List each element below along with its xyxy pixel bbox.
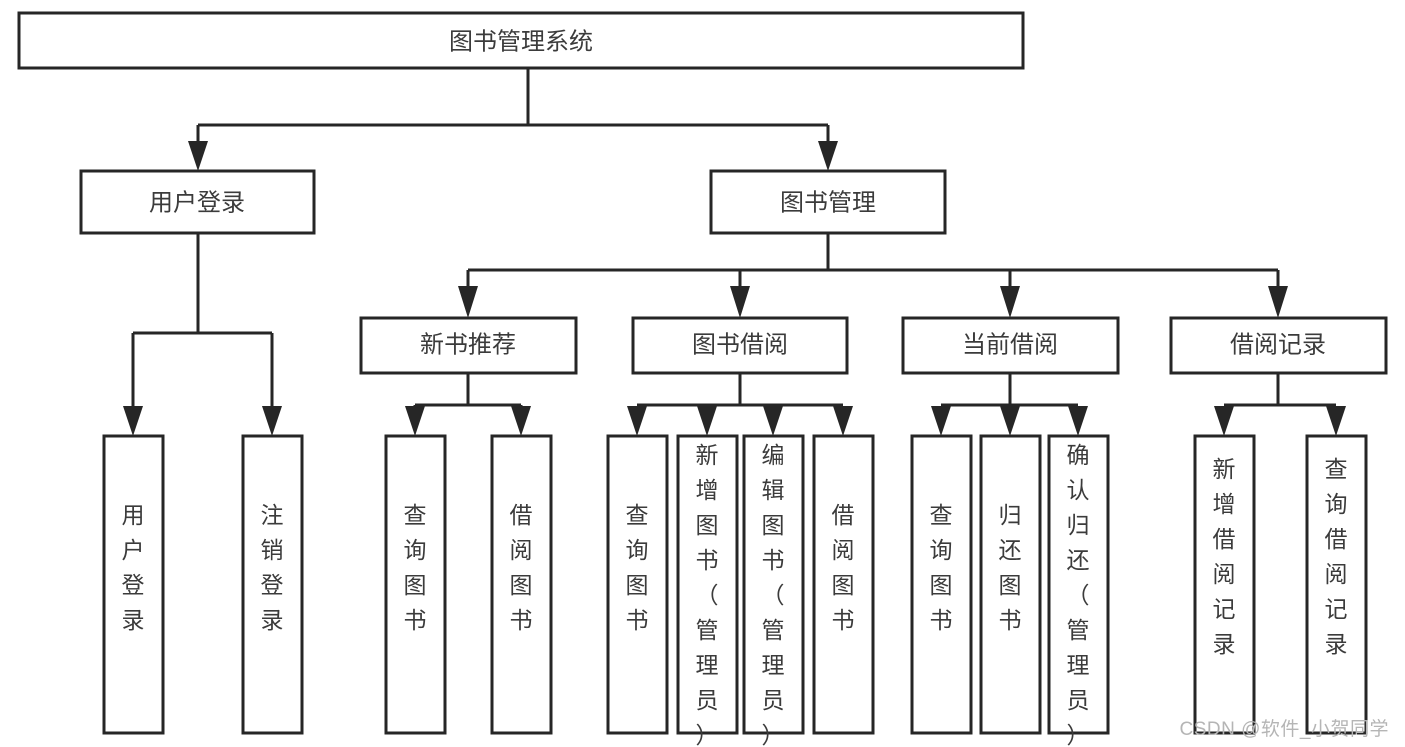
node-leaf-borrow-book-1-box[interactable] — [490, 434, 553, 735]
arrow-head-borrow-record — [1268, 286, 1288, 318]
node-new-book-recommend-box[interactable] — [359, 316, 578, 375]
node-leaf-query-book-3[interactable]: 查询图书 — [910, 434, 973, 735]
node-leaf-add-book-label: 新增图书（管理员） — [696, 442, 719, 747]
node-book-borrow-label: 图书借阅 — [692, 331, 788, 358]
arrow-head-leaf-query-book-3 — [931, 406, 951, 436]
arrow-head-leaf-borrow-book-2 — [833, 406, 853, 436]
node-leaf-add-record-box[interactable] — [1193, 434, 1256, 735]
node-root[interactable]: 图书管理系统 — [17, 11, 1025, 70]
connector-group-borrow-record-to-leaves — [1214, 373, 1346, 436]
node-leaf-user-login[interactable]: 用户登录 — [102, 434, 165, 735]
arrow-head-leaf-borrow-book-1 — [511, 406, 531, 436]
node-leaf-query-book-1-label: 查询图书 — [404, 502, 427, 633]
arrow-head-current-borrow — [1000, 286, 1020, 318]
node-leaf-borrow-book-1-label: 借阅图书 — [510, 502, 533, 633]
node-leaf-return-book-label: 归还图书 — [999, 502, 1022, 633]
arrow-head-leaf-return-book — [1000, 406, 1020, 436]
connector-group-new-book-recommend-to-leaves — [405, 373, 531, 436]
arrow-head-user-login — [188, 141, 208, 171]
node-leaf-logout-label: 注销登录 — [261, 502, 284, 633]
node-leaf-add-book-box[interactable] — [676, 434, 739, 735]
node-leaf-edit-book[interactable]: 编辑图书（管理员） — [742, 434, 805, 747]
arrow-head-leaf-user-login — [123, 406, 143, 436]
node-current-borrow-label: 当前借阅 — [962, 331, 1058, 358]
node-leaf-user-login-box[interactable] — [102, 434, 165, 735]
arrow-head-leaf-add-record — [1214, 406, 1234, 436]
node-borrow-record-box[interactable] — [1169, 316, 1388, 375]
arrow-head-leaf-edit-book — [763, 406, 783, 436]
arrow-head-leaf-logout — [262, 406, 282, 436]
node-leaf-edit-book-label: 编辑图书（管理员） — [762, 442, 785, 747]
node-leaf-query-book-3-box[interactable] — [910, 434, 973, 735]
node-book-management[interactable]: 图书管理 — [709, 169, 947, 235]
node-leaf-query-record-label: 查询借阅记录 — [1325, 456, 1348, 657]
node-book-borrow[interactable]: 图书借阅 — [631, 316, 849, 375]
connector-group-user-login-to-leaves — [123, 233, 282, 436]
node-leaf-confirm-return-box[interactable] — [1047, 434, 1110, 735]
node-leaf-query-book-1-box[interactable] — [384, 434, 447, 735]
node-current-borrow-box[interactable] — [901, 316, 1120, 375]
node-leaf-query-record-box[interactable] — [1305, 434, 1368, 735]
node-current-borrow[interactable]: 当前借阅 — [901, 316, 1120, 375]
node-new-book-recommend[interactable]: 新书推荐 — [359, 316, 578, 375]
node-leaf-logout-box[interactable] — [241, 434, 304, 735]
node-leaf-query-book-3-label: 查询图书 — [930, 502, 953, 633]
node-leaf-add-book[interactable]: 新增图书（管理员） — [676, 434, 739, 747]
connector-group-book-management-to-level2 — [458, 233, 1288, 318]
node-root-label: 图书管理系统 — [449, 28, 593, 55]
node-leaf-edit-book-box[interactable] — [742, 434, 805, 735]
node-leaf-query-book-2-label: 查询图书 — [626, 502, 649, 633]
arrow-head-leaf-query-book-2 — [627, 406, 647, 436]
node-leaf-query-book-2[interactable]: 查询图书 — [606, 434, 669, 735]
watermark-csdn: CSDN @软件_小贺同学 — [1179, 719, 1389, 740]
node-book-borrow-box[interactable] — [631, 316, 849, 375]
node-leaf-query-record[interactable]: 查询借阅记录 — [1305, 434, 1368, 735]
arrow-head-leaf-add-book — [697, 406, 717, 436]
node-leaf-user-login-label: 用户登录 — [122, 502, 145, 633]
node-user-login-box[interactable] — [79, 169, 316, 235]
arrow-head-new-book-recommend — [458, 286, 478, 318]
node-leaf-query-book-2-box[interactable] — [606, 434, 669, 735]
node-leaf-confirm-return[interactable]: 确认归还（管理员） — [1047, 434, 1110, 747]
node-book-management-label: 图书管理 — [780, 189, 876, 216]
arrow-head-leaf-confirm-return — [1068, 406, 1088, 436]
connector-group-current-borrow-to-leaves — [931, 373, 1088, 436]
node-leaf-add-record[interactable]: 新增借阅记录 — [1193, 434, 1256, 735]
node-leaf-add-record-label: 新增借阅记录 — [1213, 456, 1236, 657]
node-leaf-borrow-book-1[interactable]: 借阅图书 — [490, 434, 553, 735]
node-root-box[interactable] — [17, 11, 1025, 70]
arrow-head-leaf-query-record — [1326, 406, 1346, 436]
node-leaf-logout[interactable]: 注销登录 — [241, 434, 304, 735]
arrow-head-leaf-query-book-1 — [405, 406, 425, 436]
node-leaf-query-book-1[interactable]: 查询图书 — [384, 434, 447, 735]
node-leaf-return-book[interactable]: 归还图书 — [979, 434, 1042, 735]
node-user-login[interactable]: 用户登录 — [79, 169, 316, 235]
connector-group-book-borrow-to-leaves — [627, 373, 853, 436]
node-borrow-record-label: 借阅记录 — [1230, 331, 1326, 358]
node-leaf-borrow-book-2-label: 借阅图书 — [832, 502, 855, 633]
arrow-head-book-management — [818, 141, 838, 171]
node-borrow-record[interactable]: 借阅记录 — [1169, 316, 1388, 375]
node-book-management-box[interactable] — [709, 169, 947, 235]
connector-group-root-to-level1 — [188, 68, 838, 171]
node-leaf-borrow-book-2[interactable]: 借阅图书 — [812, 434, 875, 735]
node-leaf-return-book-box[interactable] — [979, 434, 1042, 735]
arrow-head-book-borrow — [730, 286, 750, 318]
node-new-book-recommend-label: 新书推荐 — [420, 331, 516, 358]
node-user-login-label: 用户登录 — [149, 189, 245, 216]
node-leaf-confirm-return-label: 确认归还（管理员） — [1067, 442, 1090, 747]
node-leaf-borrow-book-2-box[interactable] — [812, 434, 875, 735]
